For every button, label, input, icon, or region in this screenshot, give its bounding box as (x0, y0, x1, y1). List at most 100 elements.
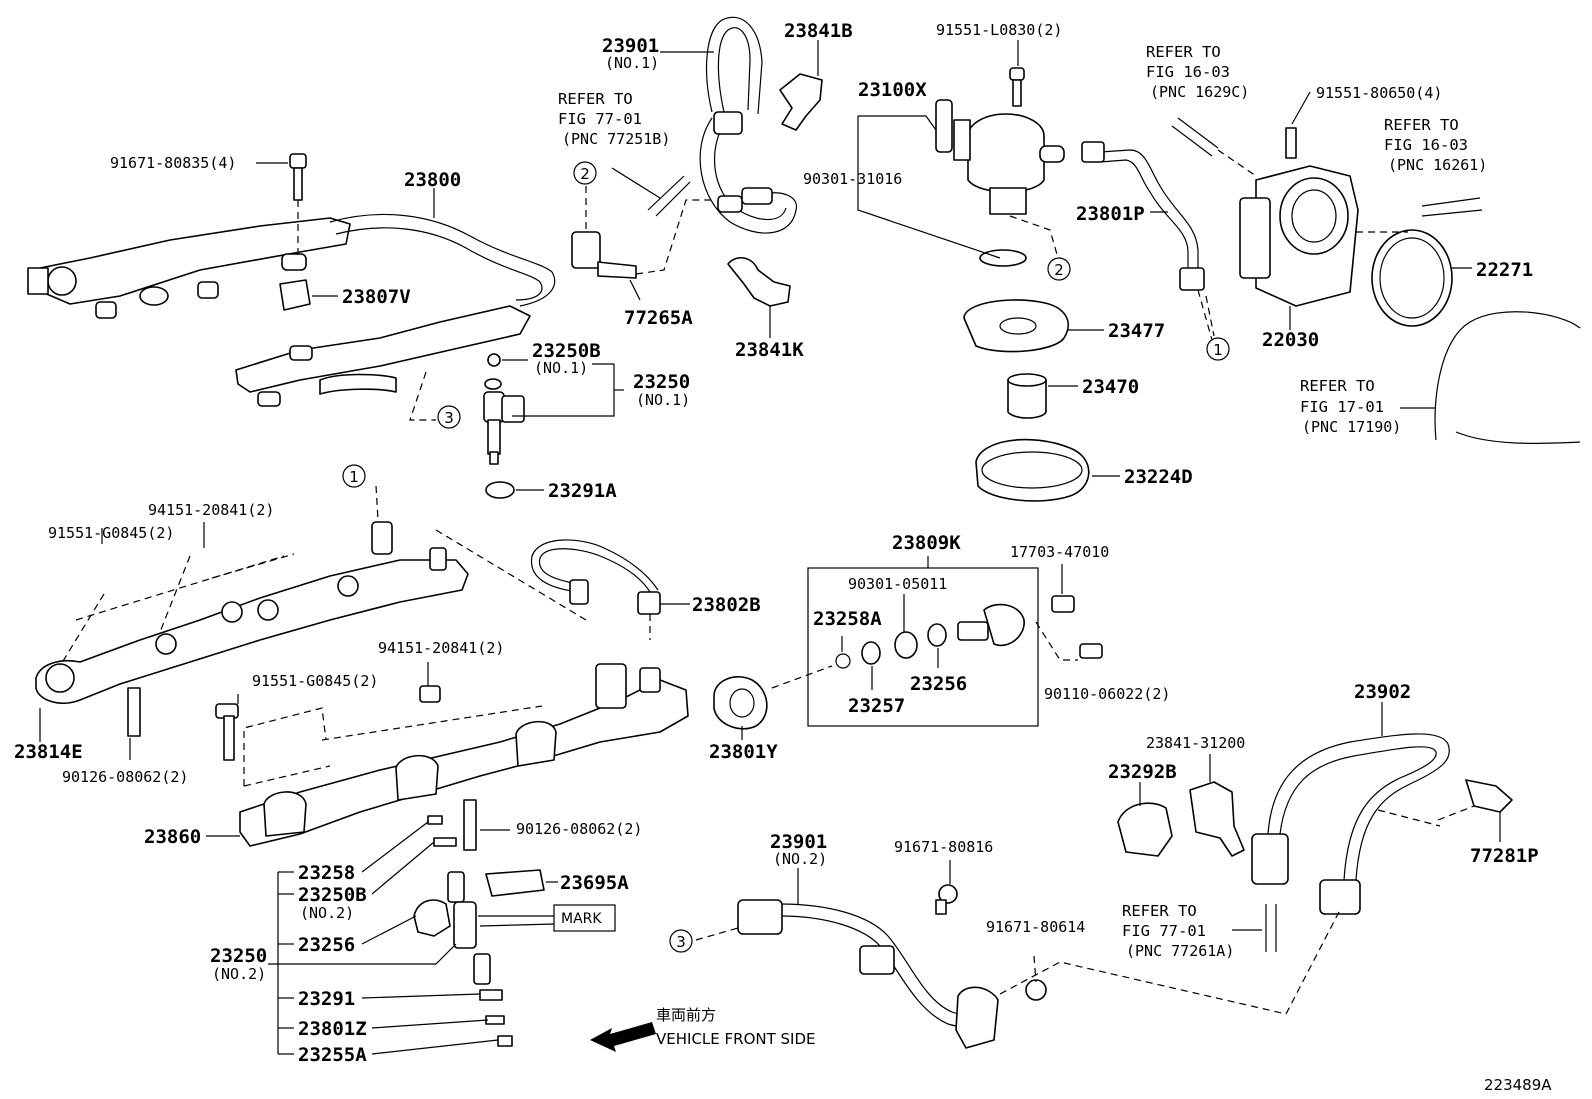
label-23801p: 23801P (1076, 203, 1145, 225)
intake-outline (1434, 311, 1581, 441)
lifter-23470 (1007, 373, 1047, 419)
label-91551-l0830: 91551-L0830(2) (936, 21, 1062, 39)
refer-1629c-l2: FIG 16-03 (1146, 63, 1230, 81)
label-94151-20841-a: 94151-20841(2) (148, 501, 274, 519)
label-23901-no1: 23901 (602, 35, 659, 57)
fuel-hose-23901-no2 (737, 884, 1047, 1049)
refer-77261a-l2: FIG 77-01 (1122, 922, 1206, 940)
label-90126-08062-a: 90126-08062(2) (62, 768, 188, 786)
label-22271: 22271 (1476, 259, 1533, 281)
bolt-91671-80835 (289, 153, 307, 201)
fuel-pump-23100x (935, 67, 1065, 215)
label-23250b-no1: 23250B (532, 340, 601, 362)
label-23902: 23902 (1354, 681, 1411, 703)
label-23255a: 23255A (298, 1044, 367, 1066)
label-90301-05011: 90301-05011 (848, 575, 947, 593)
label-23695a: 23695A (560, 872, 629, 894)
label-23250-no2-sub: (NO.2) (212, 965, 266, 983)
refer-1629c-l3: (PNC 1629C) (1150, 83, 1249, 101)
box-23809k (807, 567, 1039, 727)
throttle-body-22030 (1239, 127, 1359, 307)
label-23224d: 23224D (1124, 466, 1193, 488)
label-90126-08062-b: 90126-08062(2) (516, 820, 642, 838)
label-23802b: 23802B (692, 594, 761, 616)
callout-3b: 3 (676, 933, 686, 951)
insulator-23807v (279, 279, 311, 311)
fuel-rail-23860 (215, 663, 689, 851)
label-23470: 23470 (1082, 376, 1139, 398)
label-23256: 23256 (298, 934, 355, 956)
part-labels: 23901 (NO.1) 23841B 91551-L0830(2) 23100… (14, 20, 1552, 1094)
label-23100x: 23100X (858, 79, 927, 101)
label-77265a: 77265A (624, 307, 693, 329)
refer-77251b-l3: (PNC 77251B) (562, 130, 670, 148)
label-23841k: 23841K (735, 339, 804, 361)
bolt-90110-06022 (1079, 643, 1103, 659)
label-91551-g0845-a: 91551-G0845(2) (48, 524, 174, 542)
callout-1a: 1 (1213, 341, 1223, 359)
refer-77251b-l1: REFER TO (558, 90, 633, 108)
fuel-hose-23902 (1251, 733, 1513, 915)
label-23250b-no2-sub: (NO.2) (300, 904, 354, 922)
clip-23841k (727, 257, 791, 307)
label-23258a: 23258A (813, 608, 882, 630)
label-23901-no2: 23901 (770, 831, 827, 853)
label-17703-47010: 17703-47010 (1010, 543, 1109, 561)
pressure-sensor-23809k (835, 603, 1025, 669)
label-23807v: 23807V (342, 286, 411, 308)
fuel-hose-23901-no1 (699, 16, 798, 234)
refer-17190-l2: FIG 17-01 (1300, 398, 1384, 416)
label-23801y: 23801Y (709, 741, 778, 763)
label-23250-no1-sub: (NO.1) (636, 391, 690, 409)
label-91551-80650: 91551-80650(4) (1316, 84, 1442, 102)
label-91671-80835: 91671-80835(4) (110, 154, 236, 172)
label-90301-31016: 90301-31016 (803, 170, 902, 188)
mark-box (553, 904, 616, 932)
callout-2b: 2 (1054, 261, 1064, 279)
label-23860: 23860 (144, 826, 201, 848)
label-23901-no1-sub: (NO.1) (605, 54, 659, 72)
diagram-id: 223489A (1484, 1076, 1552, 1094)
front-arrow-icon (590, 1022, 656, 1052)
label-23801z: 23801Z (298, 1018, 367, 1040)
label-23257: 23257 (848, 695, 905, 717)
refer-77251b-l2: FIG 77-01 (558, 110, 642, 128)
label-90110-06022: 90110-06022(2) (1044, 685, 1170, 703)
refer-16261-l2: FIG 16-03 (1384, 136, 1468, 154)
label-23800: 23800 (404, 169, 461, 191)
gasket-22271 (1371, 229, 1453, 327)
injector-23250-no1 (483, 378, 525, 499)
label-77281p: 77281P (1470, 845, 1539, 867)
fuel-pipe-23801p (1081, 141, 1205, 291)
connector-77265a (571, 175, 691, 279)
label-23841b: 23841B (784, 20, 853, 42)
label-23292b: 23292B (1108, 761, 1177, 783)
mark-label: MARK (561, 911, 602, 927)
fuel-rail-23800 (27, 213, 556, 407)
label-23291: 23291 (298, 988, 355, 1010)
label-91671-80816: 91671-80816 (894, 838, 993, 856)
label-23250b-no2: 23250B (298, 884, 367, 906)
injector-23250-no2 (413, 815, 545, 1047)
label-23477: 23477 (1108, 320, 1165, 342)
refer-1629c-l1: REFER TO (1146, 43, 1221, 61)
callout-2a: 2 (580, 165, 590, 183)
refer-77261a-l3: (PNC 77261A) (1126, 942, 1234, 960)
label-22030: 22030 (1262, 329, 1319, 351)
label-91671-80614: 91671-80614 (986, 918, 1085, 936)
label-23291a: 23291A (548, 480, 617, 502)
damper-23292b (1117, 802, 1173, 857)
o-ring-90301-31016 (979, 249, 1027, 267)
label-23250-no1: 23250 (633, 371, 690, 393)
refer-16261-l1: REFER TO (1384, 116, 1459, 134)
callout-1b: 1 (349, 468, 359, 486)
callout-circles: 2 2 1 3 1 3 (342, 161, 1230, 953)
clip-23841b (779, 73, 823, 131)
label-23256-box: 23256 (910, 673, 967, 695)
direction-jp: 車両前方 (656, 1006, 716, 1024)
label-23250b-no1-sub: (NO.1) (534, 359, 588, 377)
refer-16261-l3: (PNC 16261) (1388, 156, 1487, 174)
label-23809k: 23809K (892, 532, 961, 554)
label-94151-20841-b: 94151-20841(2) (378, 639, 504, 657)
